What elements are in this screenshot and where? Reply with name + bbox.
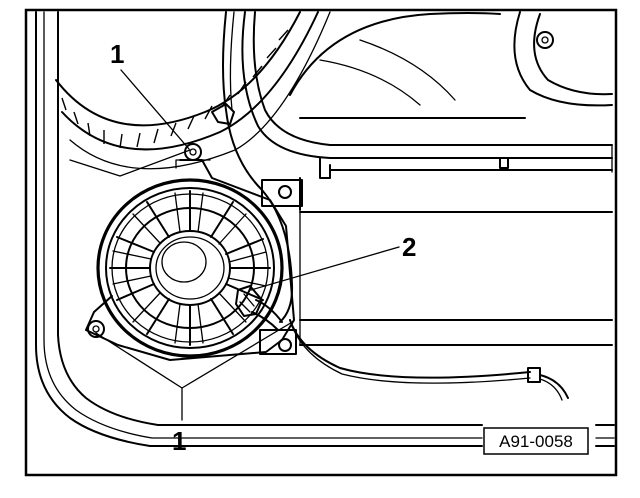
reference-code: A91-0058 bbox=[499, 432, 573, 451]
speaker bbox=[96, 178, 284, 358]
diagram-frame bbox=[24, 8, 618, 477]
reference-code-box: A91-0058 bbox=[483, 427, 589, 455]
speaker-connector bbox=[235, 285, 283, 331]
callout-1-bottom: 1 bbox=[172, 426, 186, 456]
door-panel-contour bbox=[35, 11, 615, 447]
leader-lines bbox=[95, 69, 400, 421]
upper-trim-panel bbox=[241, 11, 613, 179]
lower-trim-panel bbox=[299, 177, 613, 346]
callout-2: 2 bbox=[402, 232, 416, 262]
callout-1-top: 1 bbox=[110, 39, 124, 69]
